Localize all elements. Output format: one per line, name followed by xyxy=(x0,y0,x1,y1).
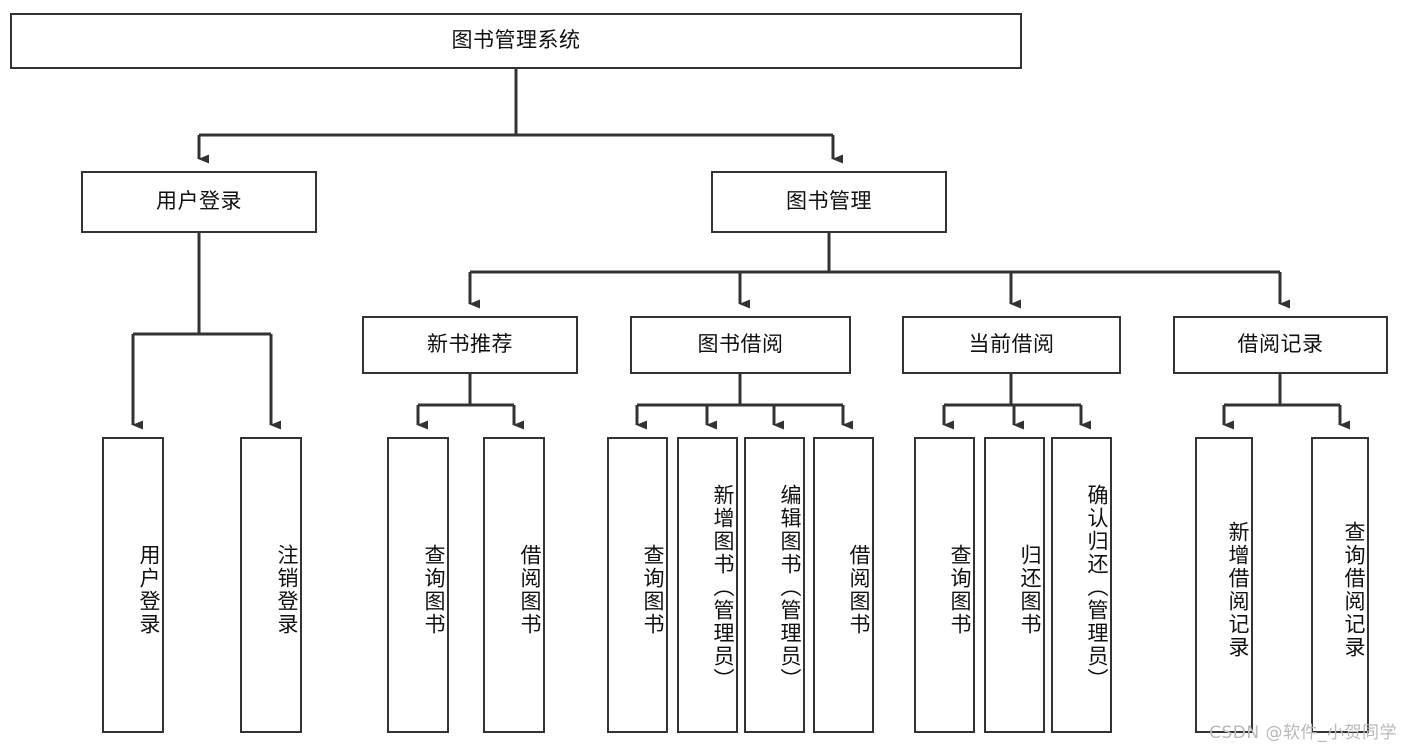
node-leaf-add-book-label: 新增图书（管理员） xyxy=(711,483,735,691)
node-leaf-user-logout-label: 注销登录 xyxy=(275,544,299,636)
node-leaf-return-book-label: 归还图书 xyxy=(1018,544,1042,636)
node-leaf-borrow-book-1[interactable]: 借阅图书 xyxy=(483,437,545,733)
edges-currentborrow-to-leaves xyxy=(942,374,1091,430)
node-book-management-label: 图书管理 xyxy=(786,189,872,214)
node-book-borrow[interactable]: 图书借阅 xyxy=(630,316,851,374)
node-leaf-query-record-label: 查询借阅记录 xyxy=(1342,521,1366,659)
node-leaf-borrow-book-1-label: 借阅图书 xyxy=(518,544,542,636)
node-leaf-add-record-label: 新增借阅记录 xyxy=(1226,521,1250,659)
node-new-book-recommend[interactable]: 新书推荐 xyxy=(362,316,578,374)
node-leaf-borrow-book-2[interactable]: 借阅图书 xyxy=(813,437,874,733)
node-leaf-edit-book-label: 编辑图书（管理员） xyxy=(778,483,802,691)
node-leaf-query-book-1-label: 查询图书 xyxy=(422,544,446,636)
node-leaf-query-book-3-label: 查询图书 xyxy=(948,544,972,636)
node-user-login[interactable]: 用户登录 xyxy=(81,171,317,233)
node-leaf-edit-book[interactable]: 编辑图书（管理员） xyxy=(744,437,805,733)
node-user-login-label: 用户登录 xyxy=(156,189,242,214)
node-book-management[interactable]: 图书管理 xyxy=(711,171,947,233)
edges-root-to-level2 xyxy=(197,69,843,164)
node-leaf-user-login-label: 用户登录 xyxy=(137,544,161,636)
node-leaf-add-book[interactable]: 新增图书（管理员） xyxy=(677,437,738,733)
edges-newbook-to-leaves xyxy=(416,374,524,430)
node-leaf-confirm-return[interactable]: 确认归还（管理员） xyxy=(1051,437,1112,733)
node-leaf-user-logout[interactable]: 注销登录 xyxy=(240,437,302,733)
node-borrow-records[interactable]: 借阅记录 xyxy=(1173,316,1388,374)
node-book-borrow-label: 图书借阅 xyxy=(697,332,784,357)
node-new-book-recommend-label: 新书推荐 xyxy=(427,332,513,357)
edges-borrowrecords-to-leaves xyxy=(1222,374,1350,430)
edges-bookmgmt-to-level3 xyxy=(468,233,1290,309)
node-leaf-query-book-1[interactable]: 查询图书 xyxy=(387,437,449,733)
node-leaf-confirm-return-label: 确认归还（管理员） xyxy=(1085,483,1109,691)
node-current-borrow-label: 当前借阅 xyxy=(968,332,1055,357)
node-root[interactable]: 图书管理系统 xyxy=(10,13,1022,69)
node-leaf-user-login[interactable]: 用户登录 xyxy=(102,437,164,733)
node-current-borrow[interactable]: 当前借阅 xyxy=(902,316,1121,374)
node-leaf-add-record[interactable]: 新增借阅记录 xyxy=(1195,437,1253,733)
node-leaf-query-record[interactable]: 查询借阅记录 xyxy=(1311,437,1369,733)
edges-userlogin-to-leaves xyxy=(131,233,281,430)
node-leaf-query-book-2-label: 查询图书 xyxy=(641,544,665,636)
node-leaf-query-book-2[interactable]: 查询图书 xyxy=(607,437,668,733)
node-leaf-return-book[interactable]: 归还图书 xyxy=(984,437,1045,733)
node-leaf-borrow-book-2-label: 借阅图书 xyxy=(847,544,871,636)
edges-bookborrow-to-leaves xyxy=(635,374,853,430)
node-root-label: 图书管理系统 xyxy=(451,28,581,53)
node-borrow-records-label: 借阅记录 xyxy=(1237,332,1324,357)
node-leaf-query-book-3[interactable]: 查询图书 xyxy=(914,437,975,733)
